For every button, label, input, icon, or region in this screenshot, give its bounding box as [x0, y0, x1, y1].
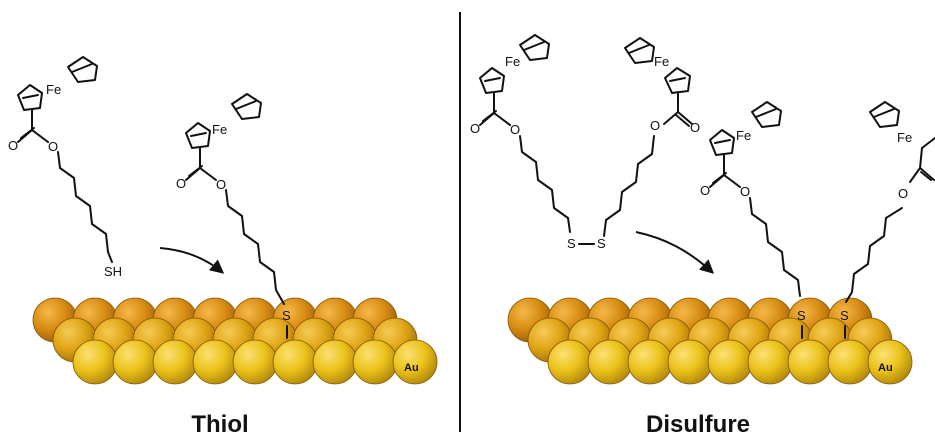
carbonyl-oxygen-label: O — [8, 138, 18, 153]
ferrocene-icon: Fe — [869, 101, 935, 169]
iron-label: Fe — [505, 54, 520, 69]
gold-atom — [352, 339, 398, 385]
ferrocene-icon: Fe — [17, 56, 98, 111]
ester-oxygen-label: O — [510, 122, 520, 137]
iron-label: Fe — [212, 122, 227, 137]
carbonyl-oxygen-label: O — [176, 176, 186, 191]
gold-atom — [272, 339, 318, 385]
gold-atom — [827, 339, 873, 385]
ferrocene-icon: Fe — [624, 37, 691, 94]
bound-thiolate-molecule: Fe O O S — [176, 93, 291, 339]
gold-surface-right — [507, 297, 913, 385]
sulfur-label: S — [840, 308, 849, 323]
carbonyl-oxygen-label: O — [690, 120, 700, 135]
sulfur-label: S — [597, 236, 606, 251]
sulfur-label: S — [282, 308, 291, 323]
ferrocene-icon: Fe — [479, 34, 550, 94]
carbonyl-oxygen-label: O — [470, 121, 480, 136]
iron-label: Fe — [897, 130, 912, 145]
gold-atom — [867, 339, 913, 385]
iron-label: Fe — [46, 82, 61, 97]
sulfur-label: S — [567, 236, 576, 251]
gold-atom — [232, 339, 278, 385]
iron-label: Fe — [736, 128, 751, 143]
gold-atom — [72, 339, 118, 385]
gold-atom — [787, 339, 833, 385]
thiol-label: SH — [104, 264, 122, 279]
gold-atom — [627, 339, 673, 385]
carbonyl-oxygen-label: O — [700, 183, 710, 198]
bound-thiolate-molecule-1: Fe O O S — [700, 101, 806, 339]
ester-oxygen-label: O — [898, 186, 908, 201]
ferrocene-disulfide-molecule: Fe O O S S O O Fe — [470, 34, 700, 251]
gold-atom — [152, 339, 198, 385]
ester-oxygen-label: O — [740, 184, 750, 199]
gold-atom — [112, 339, 158, 385]
gold-atom — [667, 339, 713, 385]
caption-thiol: Thiol — [191, 411, 248, 438]
ferrocene-icon: Fe — [185, 93, 262, 149]
sulfur-label: S — [797, 308, 806, 323]
ferrocene-thiol-molecule: Fe O O SH — [8, 56, 122, 279]
ester-oxygen-label: O — [650, 118, 660, 133]
reaction-arrow-right — [635, 231, 715, 274]
ester-oxygen-label: O — [48, 139, 58, 154]
gold-atom — [747, 339, 793, 385]
gold-atom — [587, 339, 633, 385]
reaction-arrow-left — [159, 247, 225, 274]
iron-label: Fe — [654, 54, 669, 69]
gold-label-left: Au — [404, 362, 419, 374]
gold-atom — [547, 339, 593, 385]
bound-thiolate-molecule-2: Fe O S — [840, 101, 935, 339]
gold-atom — [192, 339, 238, 385]
gold-atom — [392, 339, 438, 385]
ester-oxygen-label: O — [216, 177, 226, 192]
gold-atom — [312, 339, 358, 385]
caption-disulfure: Disulfure — [646, 411, 750, 438]
ferrocene-icon: Fe — [709, 101, 782, 156]
gold-label-right: Au — [878, 362, 893, 374]
gold-atom — [707, 339, 753, 385]
gold-surface-left — [32, 297, 438, 385]
